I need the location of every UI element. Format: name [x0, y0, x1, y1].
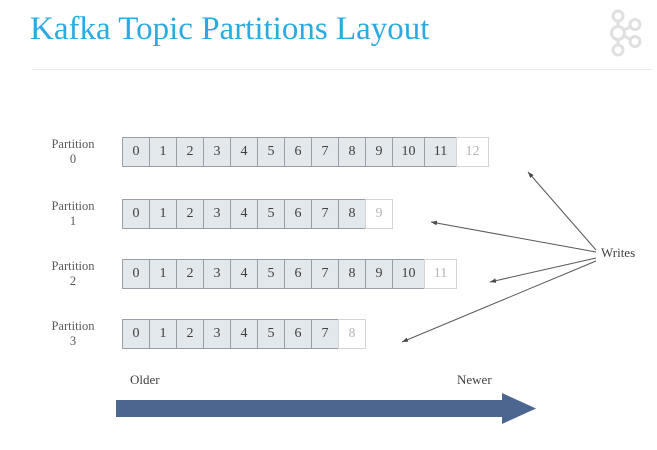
writes-arrow-p1: [430, 220, 597, 253]
partition-label-text: Partition: [51, 319, 95, 333]
log-cell[interactable]: 4: [230, 199, 258, 229]
log-cell[interactable]: 6: [284, 259, 312, 289]
log-cell[interactable]: 8: [338, 137, 366, 167]
older-label: Older: [130, 372, 160, 387]
log-cell[interactable]: 7: [311, 319, 339, 349]
log-cell[interactable]: 5: [257, 137, 285, 167]
log-cell[interactable]: 7: [311, 259, 339, 289]
log-cell[interactable]: 5: [257, 319, 285, 349]
log-cell[interactable]: 3: [203, 137, 231, 167]
time-axis: Older Newer: [116, 372, 536, 428]
partition-number: 3: [69, 334, 77, 348]
log-cell[interactable]: 6: [284, 199, 312, 229]
log-cell[interactable]: 5: [257, 259, 285, 289]
log-cell[interactable]: 11: [424, 137, 457, 167]
log-cell[interactable]: 6: [284, 319, 312, 349]
log-cell[interactable]: 2: [176, 259, 204, 289]
log-cell[interactable]: 2: [176, 199, 204, 229]
partition-log-cells: 0 1 2 3 4 5 6 7 8 9 10 11 12: [122, 137, 489, 167]
log-cell[interactable]: 0: [122, 259, 150, 289]
log-cell[interactable]: 10: [392, 259, 425, 289]
log-cell[interactable]: 0: [122, 199, 150, 229]
log-cell[interactable]: 3: [203, 199, 231, 229]
header-divider: [32, 69, 652, 70]
newer-label: Newer: [457, 372, 492, 387]
partition-label-text: Partition: [51, 137, 95, 151]
partition-label-text: Partition: [51, 199, 95, 213]
partition-log-cells: 0 1 2 3 4 5 6 7 8: [122, 319, 366, 349]
log-cell[interactable]: 9: [365, 259, 393, 289]
log-cell-next-offset[interactable]: 8: [338, 319, 366, 349]
log-cell[interactable]: 7: [311, 137, 339, 167]
log-cell[interactable]: 6: [284, 137, 312, 167]
partition-label-text: Partition: [51, 259, 95, 273]
log-cell[interactable]: 1: [149, 137, 177, 167]
log-cell[interactable]: 8: [338, 199, 366, 229]
slide-header: Kafka Topic Partitions Layout: [0, 0, 657, 76]
log-cell[interactable]: 4: [230, 319, 258, 349]
log-cell[interactable]: 4: [230, 137, 258, 167]
log-cell[interactable]: 2: [176, 319, 204, 349]
partition-label: Partition 0: [30, 137, 116, 167]
log-cell[interactable]: 2: [176, 137, 204, 167]
partition-number: 2: [69, 274, 77, 288]
partition-number: 0: [69, 152, 77, 166]
log-cell[interactable]: 1: [149, 319, 177, 349]
log-cell[interactable]: 0: [122, 137, 150, 167]
partition-log-cells: 0 1 2 3 4 5 6 7 8 9 10 11: [122, 259, 457, 289]
log-cell[interactable]: 3: [203, 259, 231, 289]
writes-label: Writes: [601, 245, 636, 260]
partition-label: Partition 2: [30, 259, 116, 289]
log-cell-next-offset[interactable]: 12: [456, 137, 489, 167]
log-cell[interactable]: 0: [122, 319, 150, 349]
partition-number: 1: [69, 214, 77, 228]
writes-arrow-p0: [527, 171, 597, 251]
writes-arrow-p2: [489, 257, 597, 283]
log-cell[interactable]: 8: [338, 259, 366, 289]
log-cell[interactable]: 5: [257, 199, 285, 229]
partition-log-cells: 0 1 2 3 4 5 6 7 8 9: [122, 199, 393, 229]
partition-label: Partition 1: [30, 199, 116, 229]
log-cell[interactable]: 3: [203, 319, 231, 349]
log-cell[interactable]: 9: [365, 137, 393, 167]
log-cell[interactable]: 1: [149, 259, 177, 289]
partition-label: Partition 3: [30, 319, 116, 349]
log-cell[interactable]: 10: [392, 137, 425, 167]
page-title: Kafka Topic Partitions Layout: [30, 11, 430, 47]
log-cell[interactable]: 4: [230, 259, 258, 289]
kafka-logo-icon: [604, 9, 644, 57]
log-cell-next-offset[interactable]: 9: [365, 199, 393, 229]
time-direction-arrow-icon: [116, 393, 536, 424]
log-cell[interactable]: 7: [311, 199, 339, 229]
log-cell-next-offset[interactable]: 11: [424, 259, 457, 289]
log-cell[interactable]: 1: [149, 199, 177, 229]
